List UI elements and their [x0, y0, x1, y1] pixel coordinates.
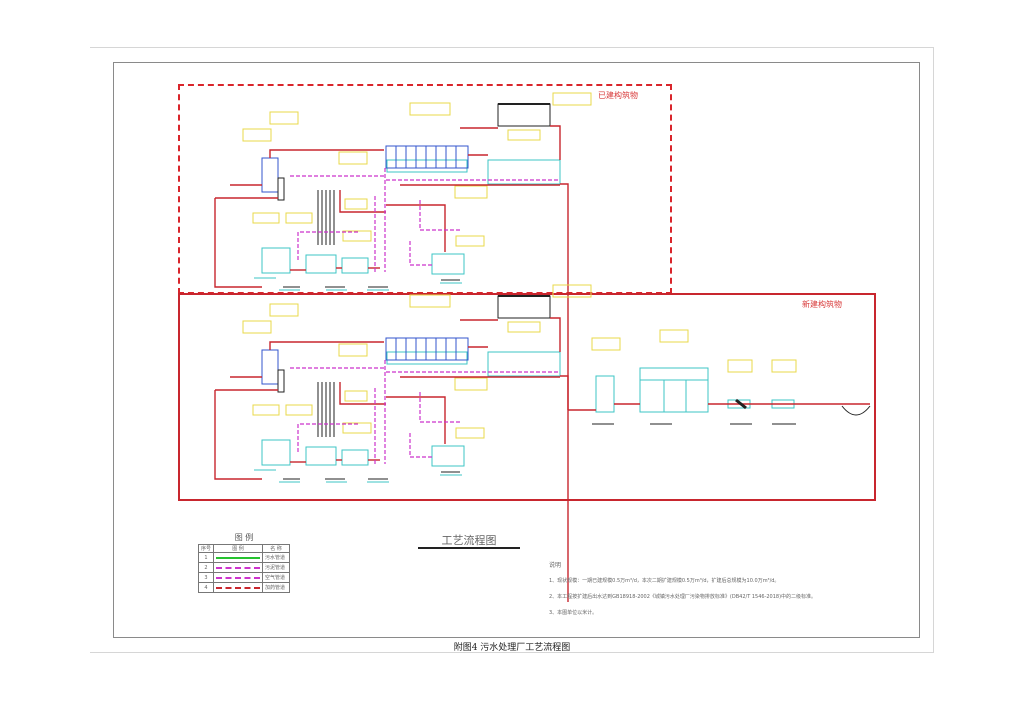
notes: 说明 1、现状规模：一期已建规模0.5万m³/d，本次二期扩建规模0.5万m³/… [549, 560, 839, 625]
legend-row: 1 污水管道 [198, 552, 290, 563]
drawing-title-underline [418, 547, 520, 549]
legend-swatch-cell [213, 562, 263, 573]
legend-header-name: 名 称 [262, 544, 290, 553]
legend-swatch-cell [213, 582, 263, 593]
drawing-frame [113, 62, 920, 638]
legend-row: 3 空气管道 [198, 572, 290, 583]
legend-number: 4 [198, 582, 214, 593]
note-item: 1、现状规模：一期已建规模0.5万m³/d，本次二期扩建规模0.5万m³/d，扩… [549, 578, 780, 584]
note-item: 2、本工程按扩建后出水达到GB18918-2002《城镇污水处理厂污染物排放标准… [549, 594, 817, 600]
process-train-existing [214, 92, 592, 410]
new-structures-label: 新建构筑物 [802, 300, 842, 309]
legend-row: 2 污泥管道 [198, 562, 290, 573]
legend-name: 污泥管道 [262, 562, 290, 573]
legend-number: 2 [198, 562, 214, 573]
legend: 图 例 序号 图 例 名 称 1 污水管道 2 污泥管道 3 空气管道 4 加药… [198, 532, 290, 593]
sheet-right-rule [933, 47, 934, 653]
figure-caption: 附图4 污水处理厂工艺流程图 [453, 643, 571, 653]
legend-number: 1 [198, 552, 214, 563]
sheet-bottom-rule [90, 652, 934, 653]
new-structures-zone [178, 293, 876, 501]
downstream-units [568, 329, 871, 425]
existing-structures-label: 已建构筑物 [598, 91, 638, 100]
sludge-pipe-swatch [216, 566, 260, 569]
note-item: 3、本图单位以米计。 [549, 610, 598, 616]
legend-table: 序号 图 例 名 称 1 污水管道 2 污泥管道 3 空气管道 4 加药管道 [198, 544, 290, 593]
legend-name: 污水管道 [262, 552, 290, 563]
legend-header-number: 序号 [198, 544, 214, 553]
legend-number: 3 [198, 572, 214, 583]
dosing-pipe-swatch [216, 586, 260, 589]
legend-header-symbol: 图 例 [213, 544, 263, 553]
legend-name: 加药管道 [262, 582, 290, 593]
legend-title: 图 例 [234, 533, 254, 542]
notes-title: 说明 [549, 562, 562, 569]
sewage-pipe-swatch [216, 556, 260, 559]
legend-row: 4 加药管道 [198, 582, 290, 593]
legend-name: 空气管道 [262, 572, 290, 583]
drawing-title: 工艺流程图 [441, 534, 497, 547]
legend-swatch-cell [213, 552, 263, 563]
sheet-top-rule [90, 47, 934, 48]
air-pipe-swatch [216, 576, 260, 579]
legend-header-row: 序号 图 例 名 称 [198, 544, 290, 553]
legend-swatch-cell [213, 572, 263, 583]
